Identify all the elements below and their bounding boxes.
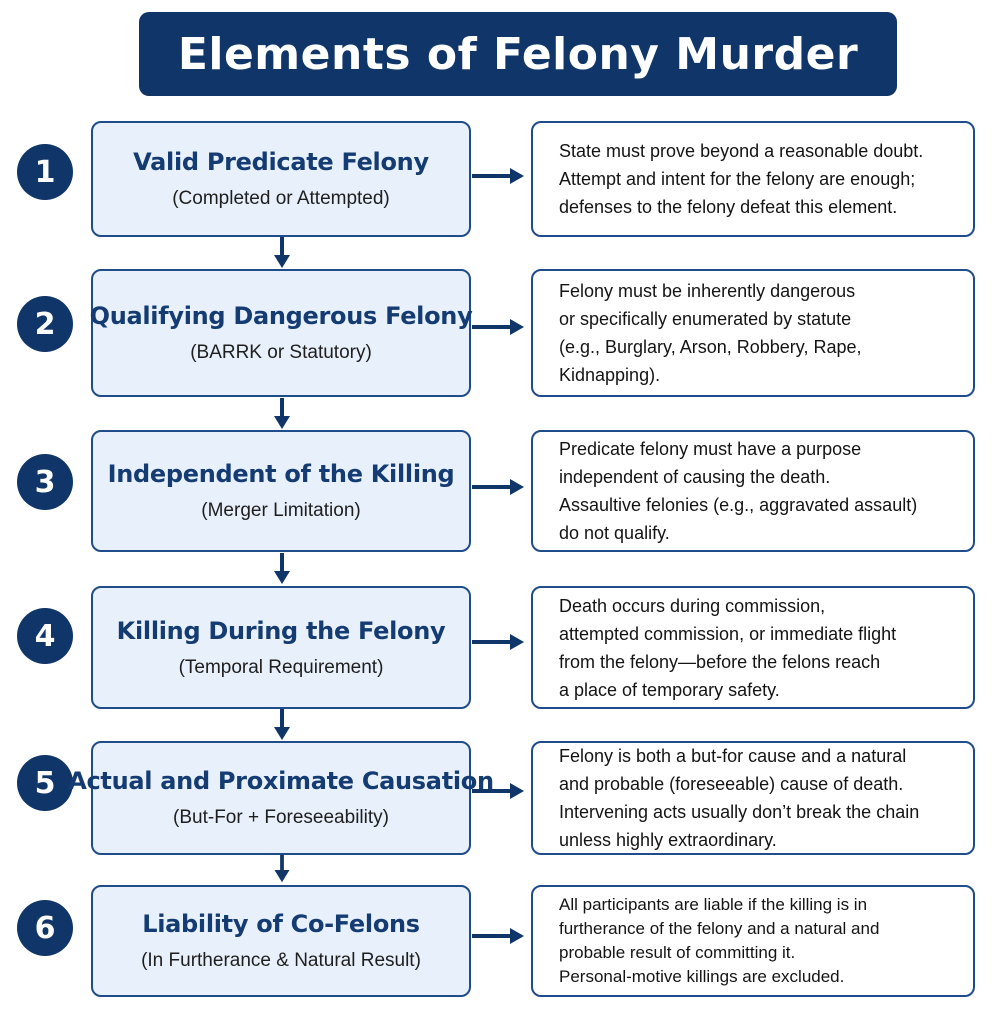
element-box: Liability of Co-Felons (In Furtherance &… xyxy=(91,885,471,997)
right-arrow-icon xyxy=(472,479,524,495)
down-arrow-icon xyxy=(274,709,290,740)
right-arrow-icon xyxy=(472,168,524,184)
element-title: Independent of the Killing xyxy=(107,460,455,488)
element-subtitle: (Temporal Requirement) xyxy=(178,656,384,678)
element-box: Independent of the Killing (Merger Limit… xyxy=(91,430,471,552)
element-subtitle: (In Furtherance & Natural Result) xyxy=(141,950,421,971)
description-line: attempted commission, or immediate fligh… xyxy=(559,623,897,644)
down-arrow-icon xyxy=(274,855,290,883)
right-arrow-icon xyxy=(472,634,524,650)
step-number-badge: 1 xyxy=(17,144,73,200)
title-banner: Elements of Felony Murder xyxy=(139,12,897,96)
description-line: defenses to the felony defeat this eleme… xyxy=(559,197,898,217)
element-title: Killing During the Felony xyxy=(116,616,446,645)
description-line: Felony is both a but-for cause and a nat… xyxy=(559,746,907,766)
step-number-badge: 2 xyxy=(17,296,73,352)
description-line: furtherance of the felony and a natural … xyxy=(559,919,880,938)
element-subtitle: (Completed or Attempted) xyxy=(172,188,390,209)
page-title: Elements of Felony Murder xyxy=(177,28,859,80)
element-title: Valid Predicate Felony xyxy=(133,148,429,176)
description-line: independent of causing the death. xyxy=(559,467,831,487)
description-line: Felony must be inherently dangerous xyxy=(559,281,856,301)
description-line: Kidnapping). xyxy=(559,365,661,385)
description-line: (e.g., Burglary, Arson, Robbery, Rape, xyxy=(559,337,862,357)
element-description: Predicate felony must have a purpose ind… xyxy=(531,430,975,552)
step-number-badge: 3 xyxy=(17,454,73,510)
down-arrow-icon xyxy=(274,237,290,268)
down-arrow-icon xyxy=(274,398,290,429)
description-line: Assaultive felonies (e.g., aggravated as… xyxy=(559,495,918,515)
description-line: do not qualify. xyxy=(559,523,670,543)
element-box: Qualifying Dangerous Felony (BARRK or St… xyxy=(89,269,473,397)
description-line: Intervening acts usually don’t break the… xyxy=(559,802,920,822)
element-title: Qualifying Dangerous Felony xyxy=(89,302,473,330)
description-line: a place of temporary safety. xyxy=(559,679,780,700)
element-description: State must prove beyond a reasonable dou… xyxy=(531,121,975,237)
element-title: Actual and Proximate Causation xyxy=(68,767,494,795)
right-arrow-icon xyxy=(472,928,524,944)
description-line: and probable (foreseeable) cause of deat… xyxy=(559,774,904,794)
description-line: State must prove beyond a reasonable dou… xyxy=(559,141,924,161)
right-arrow-icon xyxy=(472,783,524,799)
step-number-badge: 5 xyxy=(17,755,73,811)
element-subtitle: (But-For + Foreseeability) xyxy=(173,807,389,828)
step-number-badge: 6 xyxy=(17,900,73,956)
description-line: Predicate felony must have a purpose xyxy=(559,439,862,459)
down-arrow-icon xyxy=(274,553,290,584)
element-subtitle: (Merger Limitation) xyxy=(201,500,361,521)
element-subtitle: (BARRK or Statutory) xyxy=(190,342,372,363)
element-description: Felony must be inherently dangerous or s… xyxy=(531,269,975,397)
element-box: Valid Predicate Felony (Completed or Att… xyxy=(91,121,471,237)
element-description: Death occurs during commission, attempte… xyxy=(531,586,975,709)
description-line: All participants are liable if the killi… xyxy=(559,895,868,914)
description-line: or specifically enumerated by statute xyxy=(559,309,852,329)
description-line: unless highly extraordinary. xyxy=(559,830,777,850)
description-line: Attempt and intent for the felony are en… xyxy=(559,169,916,189)
element-title: Liability of Co-Felons xyxy=(142,910,420,938)
element-description: Felony is both a but-for cause and a nat… xyxy=(531,741,975,855)
right-arrow-icon xyxy=(472,319,524,335)
element-box: Actual and Proximate Causation (But-For … xyxy=(68,741,494,855)
element-box: Killing During the Felony (Temporal Requ… xyxy=(91,586,471,709)
description-line: from the felony—before the felons reach xyxy=(559,651,881,672)
element-description: All participants are liable if the killi… xyxy=(531,885,975,997)
description-line: Personal-motive killings are excluded. xyxy=(559,967,845,986)
step-number-badge: 4 xyxy=(17,608,73,664)
description-line: Death occurs during commission, xyxy=(559,595,826,616)
description-line: probable result of committing it. xyxy=(559,943,796,962)
